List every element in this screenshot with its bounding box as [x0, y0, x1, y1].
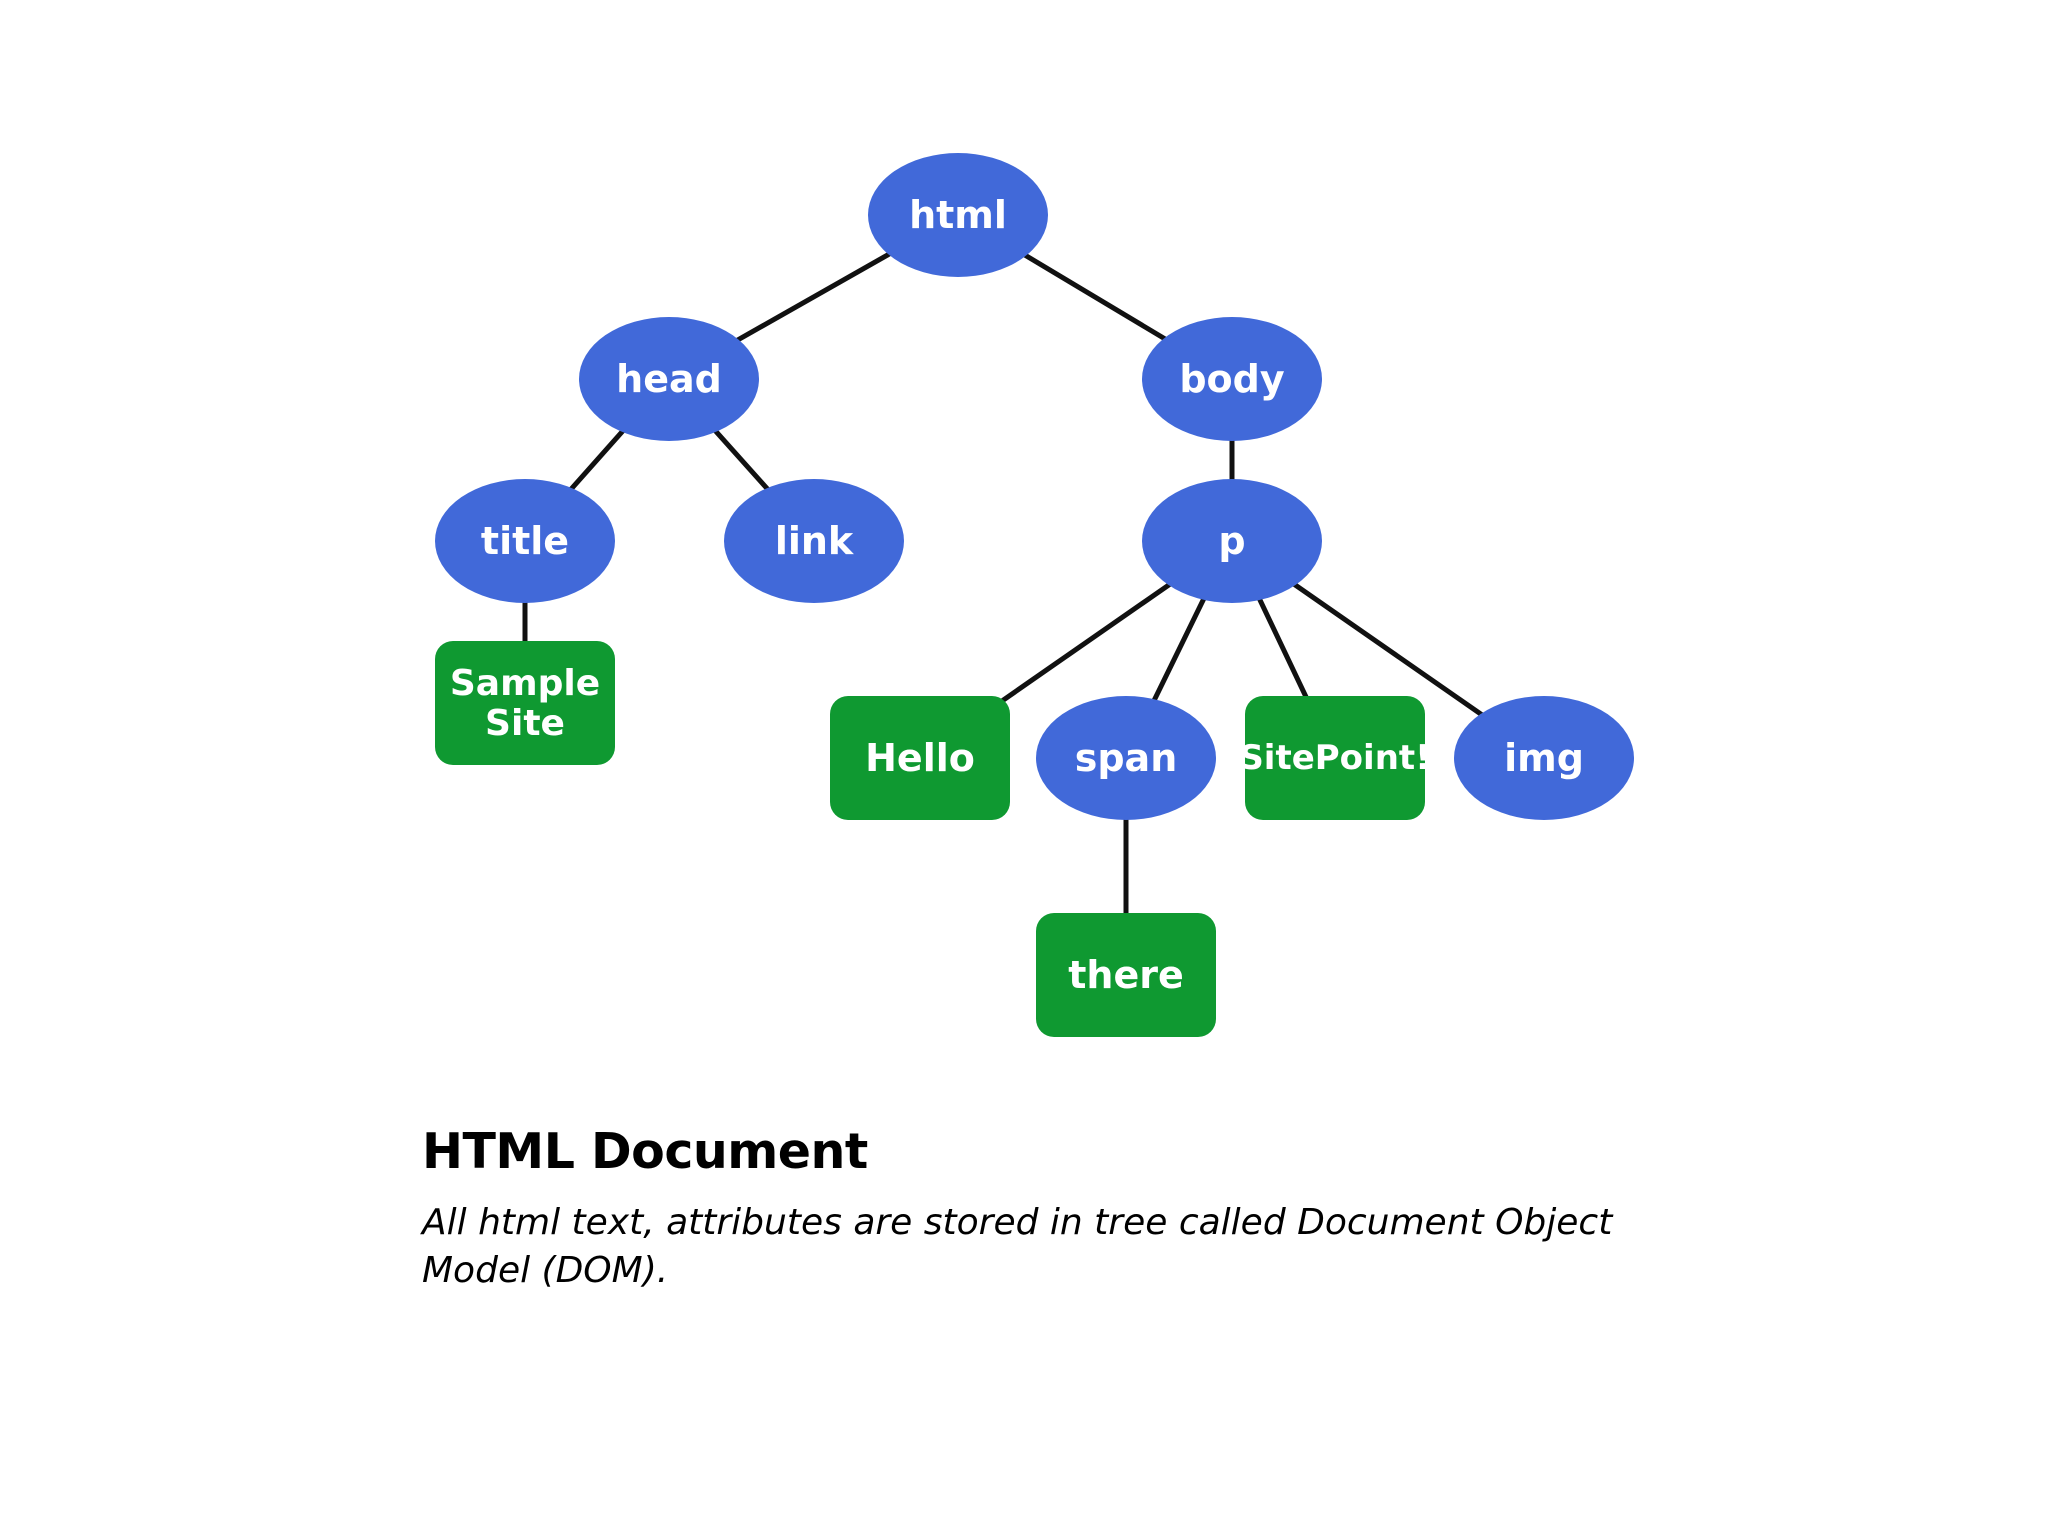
caption: HTML Document All html text, attributes …	[422, 1125, 1722, 1295]
node-label: head	[616, 357, 722, 401]
element-node-shape	[435, 479, 615, 603]
node-label: p	[1218, 519, 1245, 563]
node-title: title	[435, 479, 615, 603]
node-sitepoint: SitePoint!	[1239, 696, 1431, 820]
node-head: head	[579, 317, 759, 441]
text-node-shape	[435, 641, 615, 765]
caption-text: All html text, attributes are stored in …	[422, 1201, 1613, 1291]
node-there: there	[1036, 913, 1216, 1037]
text-node-shape	[830, 696, 1010, 820]
node-label: body	[1179, 357, 1285, 401]
node-label: span	[1075, 736, 1178, 780]
node-html: html	[868, 153, 1048, 277]
node-label: title	[481, 519, 569, 563]
node-p: p	[1142, 479, 1322, 603]
node-label: SitePoint!	[1239, 738, 1430, 778]
node-hello: Hello	[830, 696, 1010, 820]
node-label: link	[775, 519, 854, 563]
element-node-shape	[1142, 317, 1322, 441]
element-node-shape	[868, 153, 1048, 277]
element-node-shape	[1454, 696, 1634, 820]
element-node-shape	[1036, 696, 1216, 820]
node-span: span	[1036, 696, 1216, 820]
caption-title: HTML Document	[422, 1123, 868, 1180]
node-label: img	[1504, 736, 1584, 780]
node-label: html	[909, 193, 1007, 237]
text-node-shape	[1245, 696, 1425, 820]
node-link: link	[724, 479, 904, 603]
node-body: body	[1142, 317, 1322, 441]
node-label: Hello	[865, 736, 975, 780]
node-img: img	[1454, 696, 1634, 820]
element-node-shape	[1142, 479, 1322, 603]
element-node-shape	[724, 479, 904, 603]
text-node-shape	[1036, 913, 1216, 1037]
element-node-shape	[579, 317, 759, 441]
node-label: there	[1068, 953, 1184, 997]
